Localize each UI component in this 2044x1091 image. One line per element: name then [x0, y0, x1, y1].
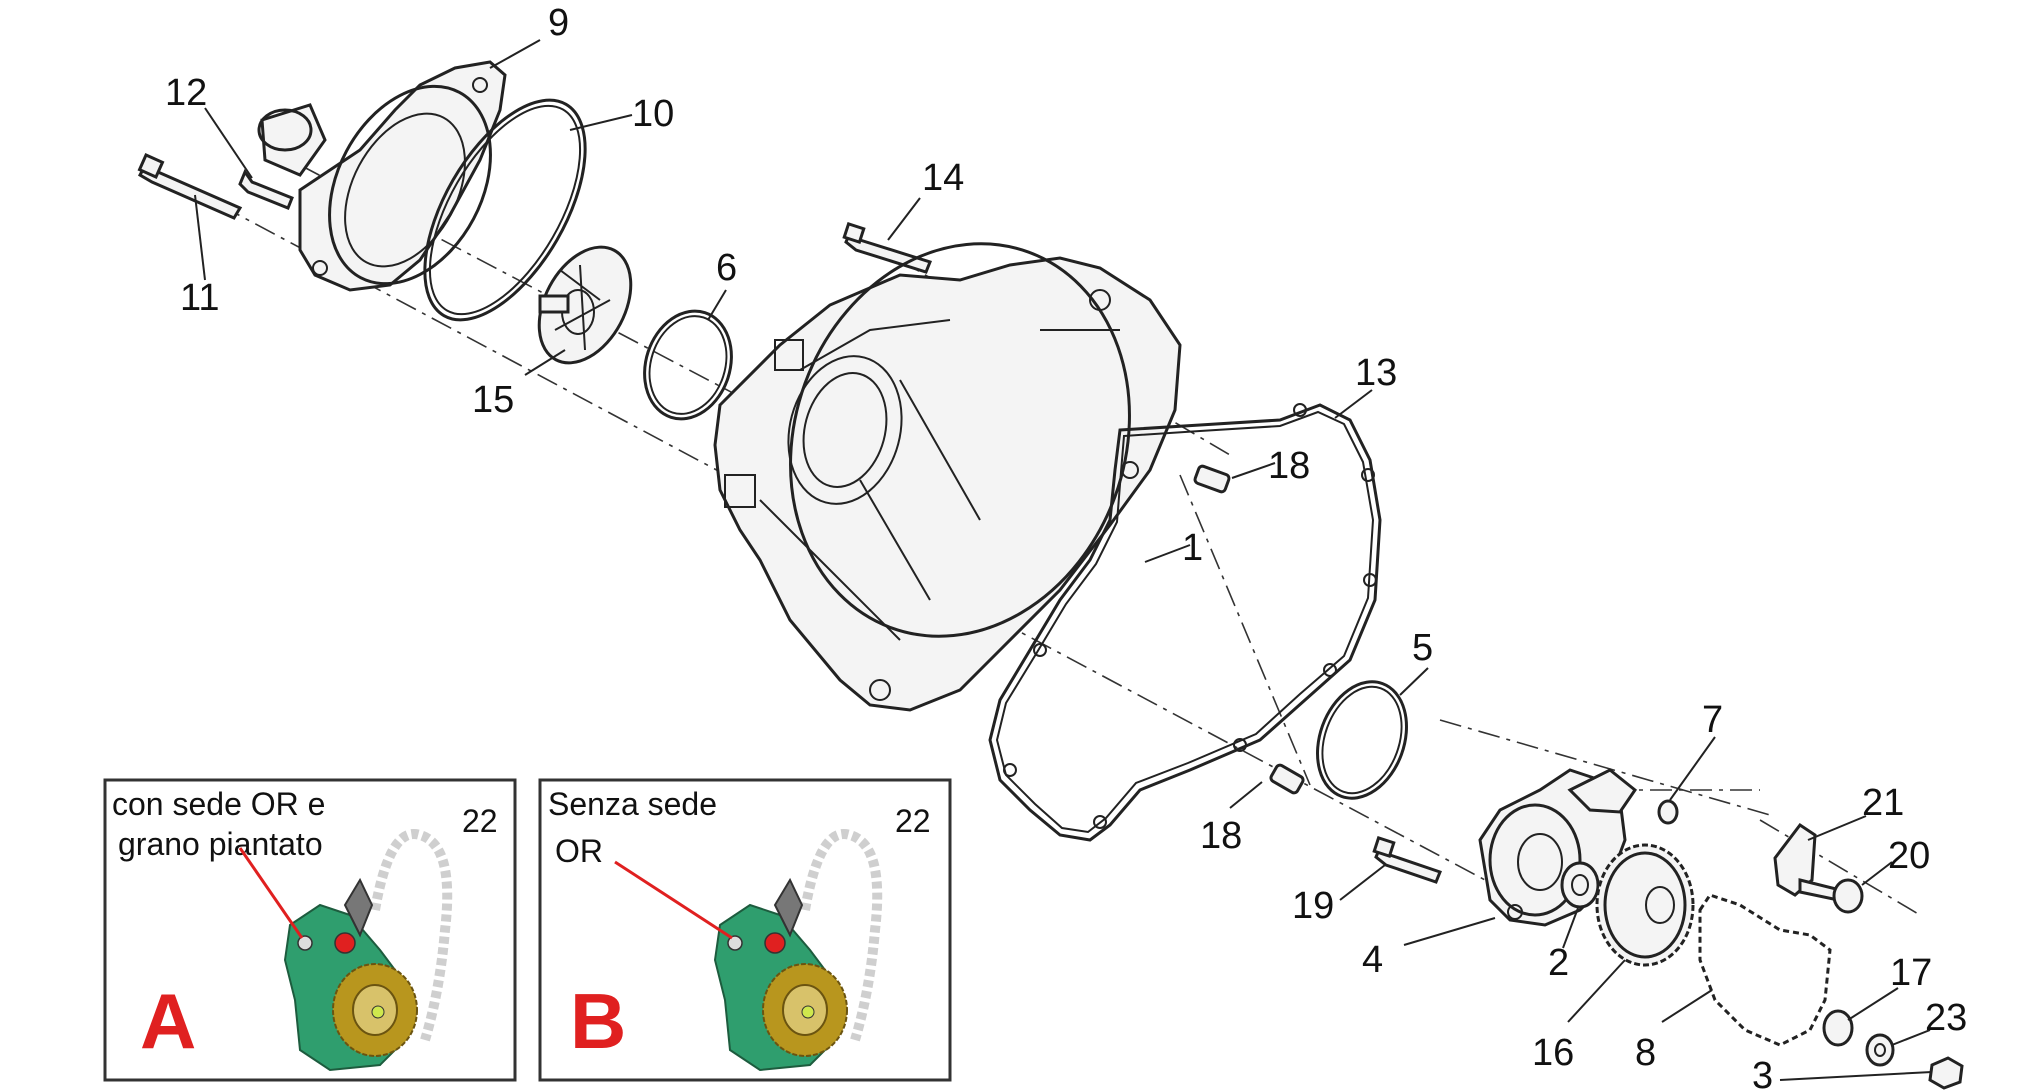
callout-8: 8 [1635, 1032, 1656, 1074]
callout-23: 23 [1925, 997, 1967, 1039]
part-18-dowel-upper [1193, 464, 1231, 494]
callout-10: 10 [632, 93, 674, 135]
part-10-cover-gasket [423, 98, 587, 322]
callout-13: 13 [1355, 352, 1397, 394]
part-13-cover-gasket [988, 403, 1382, 842]
callout-17: 17 [1890, 952, 1932, 994]
inset-a-line1: con sede OR e [112, 786, 325, 822]
callout-21: 21 [1862, 782, 1904, 824]
part-1-crankcase-cover [713, 242, 1182, 712]
inset-b: Senza sede OR 22 B [538, 778, 952, 1082]
inset-b-line1: Senza sede [548, 786, 717, 822]
inset-a-letter: A [140, 977, 196, 1065]
part-5-o-ring [1316, 680, 1408, 800]
callout-18-upper: 18 [1268, 445, 1310, 487]
part-12-short-bolt [238, 168, 294, 210]
part-18-dowel-lower [1269, 763, 1305, 795]
callout-5: 5 [1412, 627, 1433, 669]
part-14-bolt [842, 221, 932, 274]
inset-b-letter: B [570, 977, 626, 1065]
callout-15: 15 [472, 379, 514, 421]
part-23-washer [1865, 1033, 1895, 1067]
part-19-bolt [1372, 835, 1442, 884]
callout-4: 4 [1362, 939, 1383, 981]
leader-lines [194, 39, 1933, 1081]
part-15-impeller [537, 245, 633, 365]
inset-a-part-number: 22 [462, 803, 498, 839]
callout-numbers: 9 10 12 11 14 6 15 13 18 1 5 18 7 21 20 … [165, 2, 1967, 1091]
callout-3: 3 [1752, 1055, 1773, 1091]
part-17-washer [1822, 1009, 1854, 1047]
callout-1: 1 [1182, 527, 1203, 569]
callout-12: 12 [165, 72, 207, 114]
callout-14: 14 [922, 157, 964, 199]
inset-b-line2: OR [555, 833, 603, 869]
inset-a: con sede OR e grano piantato 22 A [103, 778, 517, 1082]
part-21-bracket [1773, 822, 1817, 897]
part-20-screw [1798, 878, 1864, 914]
part-16-sprocket [1595, 843, 1695, 967]
callout-11: 11 [180, 277, 219, 319]
part-2-washer [1560, 861, 1600, 909]
callout-2: 2 [1548, 942, 1569, 984]
inset-b-oil-pump-drawing [614, 828, 883, 1072]
callout-9: 9 [548, 2, 569, 44]
part-6-o-ring [643, 309, 733, 421]
inset-a-oil-pump-drawing [238, 828, 453, 1072]
callout-7: 7 [1702, 699, 1723, 741]
inset-a-line2: grano piantato [118, 826, 323, 862]
callout-20: 20 [1888, 835, 1930, 877]
part-7-plug [1657, 799, 1679, 825]
part-3-nut [1928, 1056, 1964, 1090]
callout-6: 6 [716, 247, 737, 289]
part-11-long-bolt [137, 153, 243, 220]
part-9-pump-cover [257, 60, 507, 292]
callout-18-lower: 18 [1200, 815, 1242, 857]
part-8-chain [1698, 893, 1832, 1047]
callout-16: 16 [1532, 1032, 1574, 1074]
callout-19: 19 [1292, 885, 1334, 927]
inset-b-part-number: 22 [895, 803, 931, 839]
